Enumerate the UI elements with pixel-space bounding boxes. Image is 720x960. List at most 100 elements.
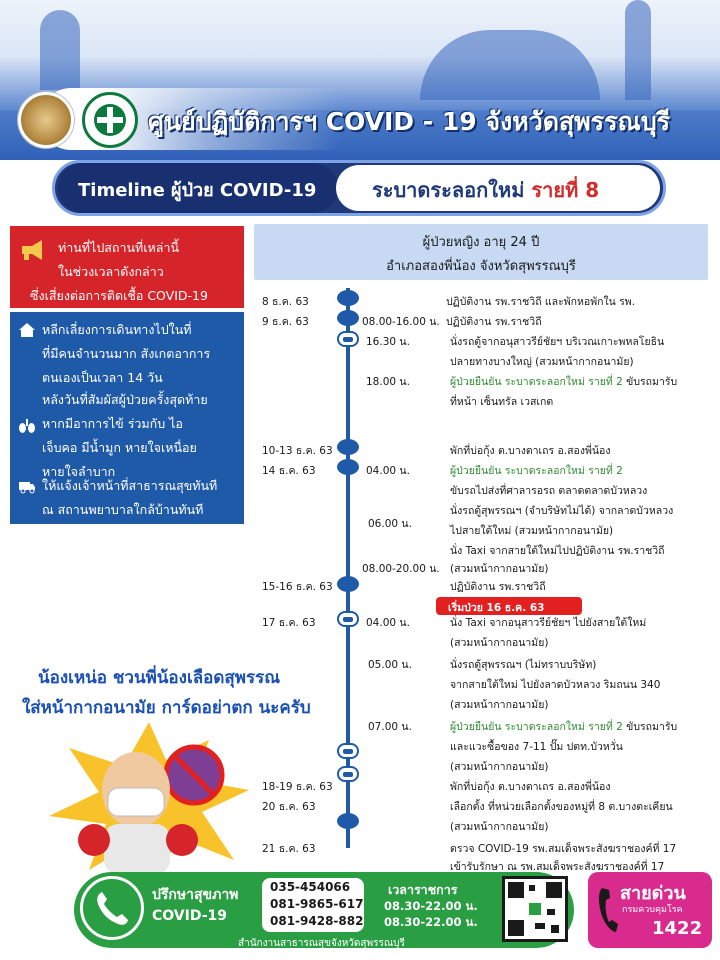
- phone-icon: [599, 888, 618, 932]
- timeline-marker: [337, 310, 359, 326]
- timeline-date: 9 ธ.ค. 63: [262, 316, 309, 328]
- patient-location: อำเภอสองพี่น้อง จังหวัดสุพรรณบุรี: [386, 259, 576, 274]
- timeline-event: เลือกตั้ง ที่หน่วยเลือกตั้งของหมู่ที่ 8 …: [450, 801, 673, 813]
- ministry-of-public-health-logo: [82, 92, 138, 148]
- timeline-date: 18-19 ธ.ค. 63: [262, 781, 333, 793]
- hotline-number[interactable]: 1422: [652, 918, 703, 939]
- timeline-event: เข้ารับรักษา ณ รพ.สมเด็จพระสังฆราชองค์ที…: [450, 861, 665, 873]
- phone-number[interactable]: 081-9428-882: [270, 914, 364, 928]
- banner-left-label: Timeline ผู้ป่วย COVID-19: [78, 180, 317, 201]
- timeline-event: จากสายใต้ใหม่ ไปยังลาดบัวหลวง ริมถนน 340: [450, 679, 661, 691]
- timeline-date: 15-16 ธ.ค. 63: [262, 581, 333, 593]
- provincial-seal-logo: [18, 92, 74, 148]
- slogan-line: ใส่หน้ากากอนามัย การ์ดอย่าตก นะครับ: [22, 698, 311, 718]
- tower-silhouette: [40, 10, 80, 90]
- phone-icon: [97, 892, 128, 925]
- advice-text: หลีกเลี่ยงการเดินทางไปในที่: [42, 322, 192, 337]
- advice-text: ณ สถานพยาบาลใกล้บ้านทันที: [42, 502, 204, 517]
- timeline-marker: [337, 439, 359, 455]
- phone-number[interactable]: 035-454066: [270, 880, 351, 894]
- advice-box: [10, 312, 244, 524]
- consult-sub-label: COVID-19: [152, 908, 228, 924]
- warning-text: ท่านที่ไปสถานที่เหล่านี้: [58, 240, 180, 255]
- timeline-date: 10-13 ธ.ค. 63: [262, 445, 333, 457]
- page-title: ศูนย์ปฏิบัติการฯ COVID - 19 จังหวัดสุพรร…: [148, 107, 671, 136]
- timeline-time: 16.30 น.: [366, 336, 410, 348]
- timeline-marker: [337, 459, 359, 475]
- timeline-event: ปฏิบัติงาน รพ.ราชวิถี และพักหอพักใน รพ.: [446, 296, 636, 308]
- symptom-onset-label: เริ่มป่วย 16 ธ.ค. 63: [448, 602, 545, 614]
- banner-right-prefix: ระบาดระลอกใหม่: [372, 178, 525, 202]
- timeline-time: 18.00 น.: [366, 376, 410, 388]
- timeline-event: นั่ง Taxi จากอนุสาวรีย์ชัยฯ ไปยังสายใต้ใ…: [450, 617, 647, 629]
- timeline-event: นั่ง Taxi จากสายใต้ใหม่ไปปฏิบัติงาน รพ.ร…: [450, 545, 665, 557]
- timeline-event: ขับรถไปส่งที่ศาลารอรถ ตลาดตลาดบัวหลวง: [450, 485, 648, 497]
- banner-right-label: ระบาดระลอกใหม่ รายที่ 8: [372, 174, 599, 206]
- timeline-event: ปลายทางบางใหญ่ (สวมหน้ากากอนามัย): [450, 356, 634, 368]
- timeline-event: ผู้ป่วยยืนยัน ระบาดระลอกใหม่ รายที่ 2: [450, 462, 623, 479]
- advice-text: หลังวันที่สัมผัสผู้ป่วยครั้งสุดท้าย: [42, 392, 208, 407]
- hotline-department: กรมควบคุมโรค: [622, 905, 683, 915]
- timeline-date: 8 ธ.ค. 63: [262, 296, 309, 308]
- confirmed-case-ref: ผู้ป่วยยืนยัน ระบาดระลอกใหม่ รายที่ 2: [450, 376, 623, 388]
- mascot-illustration: [49, 722, 249, 878]
- timeline-event: นั่งรถตู้สุพรรณฯ (จำบริษัทไม่ได้) จากลาด…: [450, 505, 674, 517]
- hotline-title: สายด่วน: [620, 883, 686, 904]
- slogan-line: น้องเหน่อ ชวนพี่น้องเลือดสุพรรณ: [38, 668, 281, 688]
- timeline-time: 04.00 น.: [366, 465, 410, 477]
- banner-right-pill: [336, 165, 660, 211]
- timeline-axis: [346, 288, 350, 848]
- van-icon: [337, 331, 359, 347]
- organization-name: สำนักงานสาธารณสุขจังหวัดสุพรรณบุรี: [238, 938, 405, 949]
- timeline-event: ปฏิบัติงาน รพ.ราชวิถี: [450, 581, 546, 593]
- timeline-time: 08.00-20.00 น.: [362, 563, 440, 575]
- title-pill: [40, 88, 710, 150]
- timeline-marker: [337, 290, 359, 306]
- warning-text: ซึ่งเสี่ยงต่อการติดเชื้อ COVID-19: [30, 288, 208, 303]
- timeline-event: ที่หน้า เซ็นทรัล เวสเกต: [450, 396, 554, 408]
- timeline-event: ปฏิบัติงาน รพ.ราชวิถี: [446, 316, 542, 328]
- banner-left-pill: [58, 163, 338, 213]
- timeline-event: (สวมหน้ากากอนามัย): [450, 563, 549, 575]
- phone-numbers-box: [262, 878, 364, 932]
- timeline-time: 04.00 น.: [366, 617, 410, 629]
- advice-text: หายใจลำบาก: [42, 464, 116, 479]
- timeline-event: พักที่บ่อกุ้ง ต.บางตาเถร อ.สองพี่น้อง: [450, 445, 611, 457]
- timeline-event: (สวมหน้ากากอนามัย): [450, 637, 549, 649]
- lungs-icon: [19, 419, 35, 433]
- consult-label: ปรึกษาสุขภาพ: [152, 887, 239, 903]
- office-hours-title: เวลาราชการ: [388, 882, 458, 897]
- timeline-time: 08.00-16.00 น.: [362, 316, 440, 328]
- timeline-date: 14 ธ.ค. 63: [262, 465, 316, 477]
- advice-text: ตนเองเป็นเวลา 14 วัน: [42, 370, 163, 385]
- phone-number[interactable]: 081-9865-617: [270, 897, 364, 911]
- megaphone-icon: [22, 240, 42, 260]
- symptom-onset-badge: [436, 597, 582, 615]
- timeline-date: 21 ธ.ค. 63: [262, 843, 316, 855]
- office-hours: 08.30-22.00 น.: [384, 899, 478, 913]
- ambulance-icon: [19, 482, 35, 494]
- advice-text: ให้แจ้งเจ้าหน้าที่สาธารณสุขทันที: [42, 478, 218, 493]
- timeline-time: 07.00 น.: [368, 721, 412, 733]
- timeline-marker: [337, 576, 359, 592]
- case-number-highlight: รายที่ 8: [531, 178, 600, 202]
- car-icon: [337, 743, 359, 759]
- timeline-date: 17 ธ.ค. 63: [262, 617, 316, 629]
- timeline-event: (สวมหน้ากากอนามัย): [450, 821, 549, 833]
- qr-code[interactable]: [502, 876, 568, 942]
- timeline-time: 06.00 น.: [368, 518, 412, 530]
- timeline-time: 05.00 น.: [368, 659, 412, 671]
- timeline-marker: [337, 813, 359, 829]
- patient-info-card: [254, 224, 708, 280]
- timeline-event: (สวมหน้ากากอนามัย): [450, 761, 549, 773]
- advice-text: ที่มีคนจำนวนมาก สังเกตอาการ: [42, 346, 211, 361]
- advice-text: เจ็บคอ มีน้ำมูก หายใจเหนื่อย: [42, 440, 197, 455]
- pagoda-silhouette: [625, 0, 651, 100]
- patient-gender-age: ผู้ป่วยหญิง อายุ 24 ปี: [422, 235, 540, 250]
- timeline-event: ผู้ป่วยยืนยัน ระบาดระลอกใหม่ รายที่ 2 ขั…: [450, 721, 678, 733]
- taxi-icon: [337, 611, 359, 627]
- advice-text: หากมีอาการไข้ ร่วมกับ ไอ: [42, 416, 183, 431]
- phone-badge: [80, 876, 144, 940]
- timeline-event: (สวมหน้ากากอนามัย): [450, 699, 549, 711]
- car-icon: [337, 766, 359, 782]
